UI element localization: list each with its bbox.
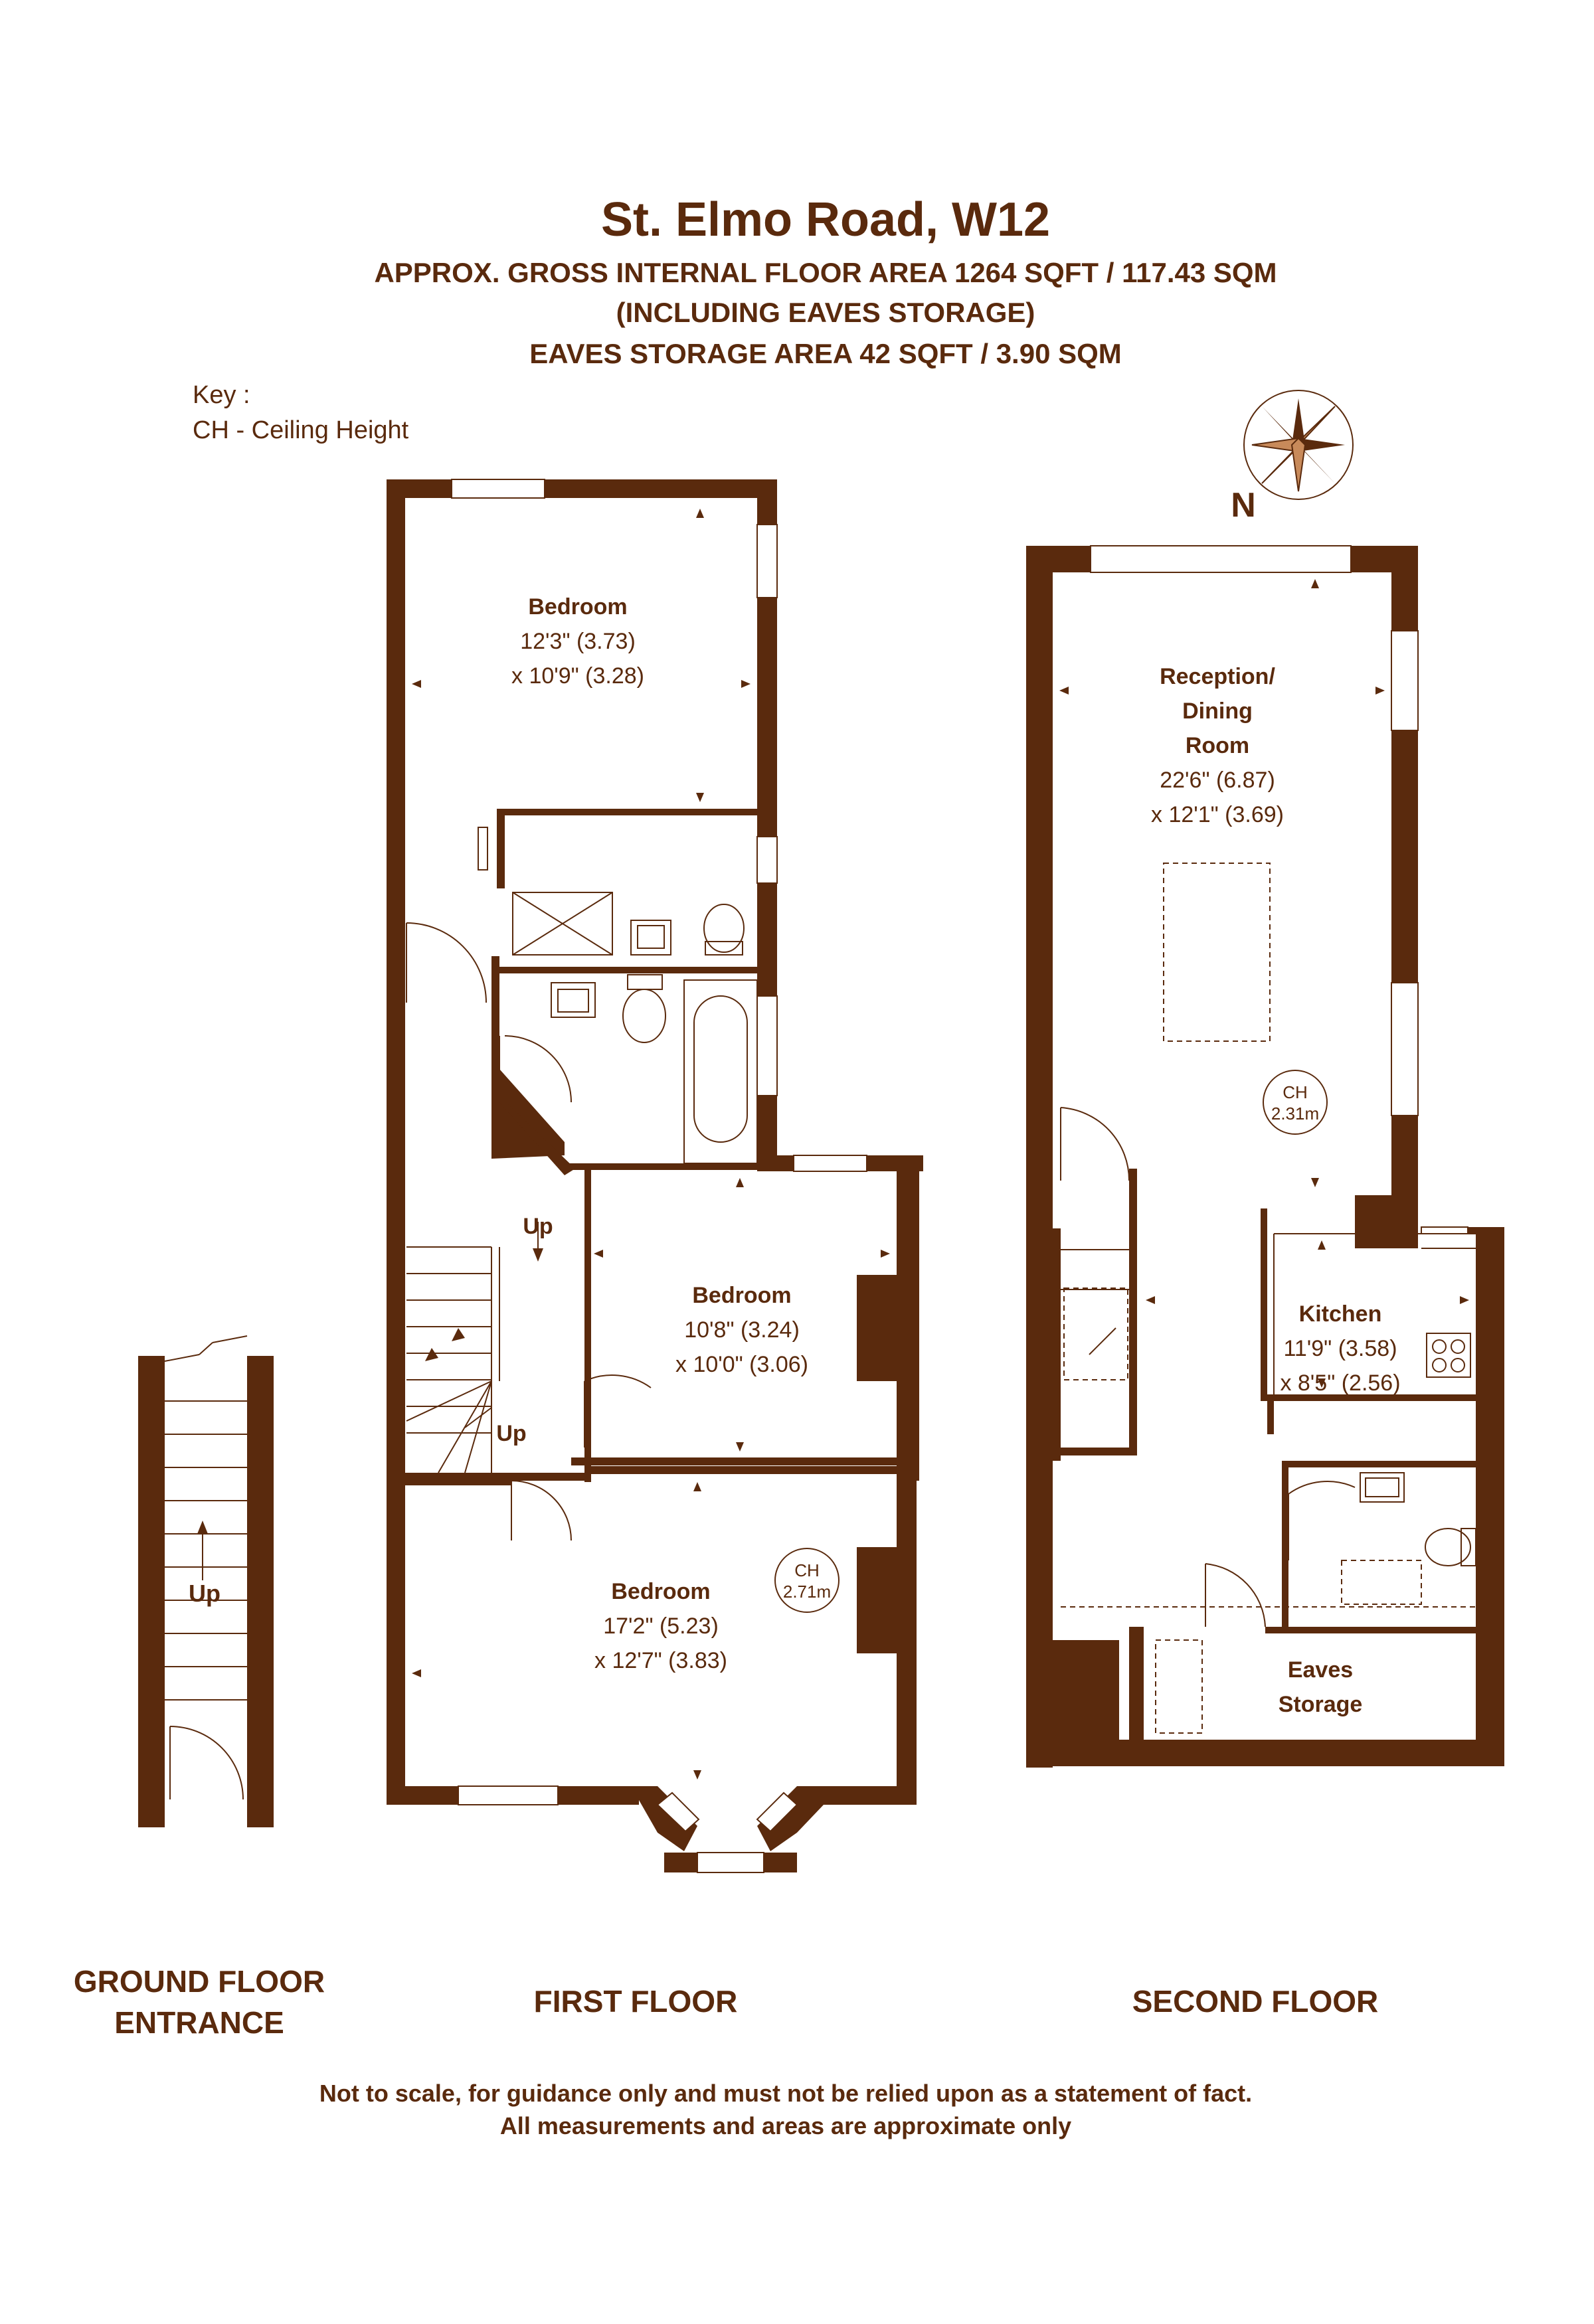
reception-line2: Dining bbox=[1182, 699, 1253, 724]
second-ch-label: CH bbox=[1283, 1082, 1308, 1102]
ground-up-label: Up bbox=[189, 1580, 221, 1607]
bedroom3-name: Bedroom bbox=[611, 1579, 710, 1604]
reception-line3: Room bbox=[1186, 733, 1249, 758]
first-ch-value: 2.71m bbox=[783, 1582, 831, 1602]
disclaimer-line2: All measurements and areas are approxima… bbox=[500, 2112, 1071, 2139]
bedroom3-dim1: 17'2" (5.23) bbox=[603, 1614, 719, 1639]
bedroom2-dim1: 10'8" (3.24) bbox=[684, 1317, 800, 1343]
ground-floor-label-1: GROUND FLOOR bbox=[74, 1964, 325, 1999]
second-ch-value: 2.31m bbox=[1271, 1104, 1319, 1123]
page-title: St. Elmo Road, W12 bbox=[601, 193, 1050, 246]
including-eaves: (INCLUDING EAVES STORAGE) bbox=[616, 297, 1035, 328]
eaves-line2: Storage bbox=[1279, 1692, 1363, 1717]
reception-dim1: 22'6" (6.87) bbox=[1160, 768, 1275, 793]
eaves-line1: Eaves bbox=[1288, 1657, 1353, 1683]
kitchen-name: Kitchen bbox=[1299, 1301, 1382, 1327]
bedroom1-name: Bedroom bbox=[528, 594, 627, 620]
first-ch-label: CH bbox=[794, 1560, 820, 1580]
reception-line1: Reception/ bbox=[1160, 664, 1275, 689]
compass-icon bbox=[1243, 390, 1354, 500]
disclaimer-line1: Not to scale, for guidance only and must… bbox=[319, 2080, 1252, 2107]
second-floor-plan bbox=[1026, 545, 1504, 1768]
bedroom2-name: Bedroom bbox=[692, 1283, 791, 1308]
first-up-label-bottom: Up bbox=[496, 1421, 526, 1446]
first-floor-plan bbox=[387, 479, 923, 1873]
bedroom2-dim2: x 10'0" (3.06) bbox=[675, 1352, 808, 1377]
second-floor-label: SECOND FLOOR bbox=[1132, 1984, 1379, 2019]
reception-dim2: x 12'1" (3.69) bbox=[1151, 802, 1284, 827]
ground-floor-plan bbox=[138, 1335, 274, 1827]
gross-area: APPROX. GROSS INTERNAL FLOOR AREA 1264 S… bbox=[374, 257, 1277, 288]
compass-north-label: N bbox=[1231, 486, 1256, 525]
bedroom1-dim1: 12'3" (3.73) bbox=[520, 629, 636, 654]
bedroom3-dim2: x 12'7" (3.83) bbox=[594, 1648, 727, 1673]
ground-floor-label-2: ENTRANCE bbox=[114, 2005, 284, 2040]
kitchen-dim1: 11'9" (3.58) bbox=[1283, 1336, 1397, 1361]
first-up-label-top: Up bbox=[523, 1214, 553, 1239]
key-entry: CH - Ceiling Height bbox=[193, 416, 409, 444]
kitchen-dim2: x 8'5" (2.56) bbox=[1280, 1370, 1400, 1396]
key-title: Key : bbox=[193, 381, 250, 409]
bedroom1-dim2: x 10'9" (3.28) bbox=[511, 663, 644, 689]
first-floor-label: FIRST FLOOR bbox=[534, 1984, 738, 2019]
eaves-area: EAVES STORAGE AREA 42 SQFT / 3.90 SQM bbox=[529, 338, 1122, 369]
